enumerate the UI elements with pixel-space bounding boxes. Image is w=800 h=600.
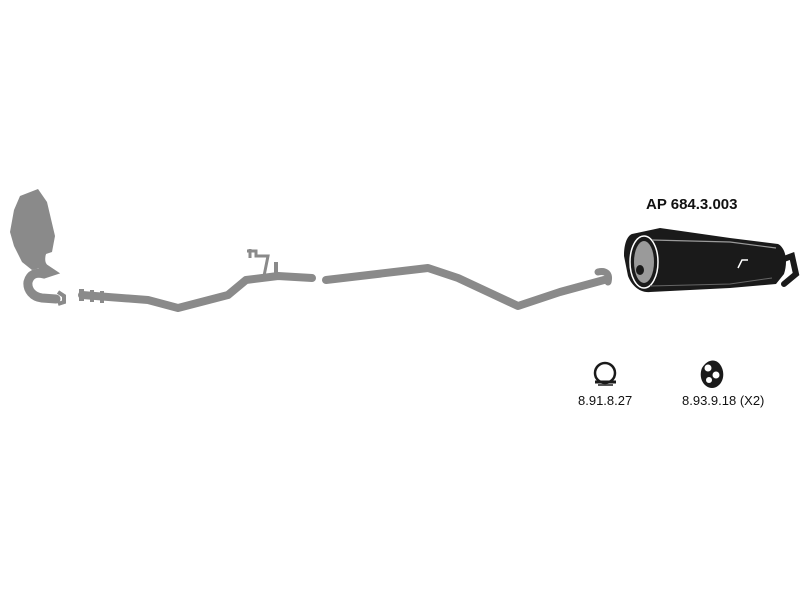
hanger-part-number: 8.93.9.18 (X2) bbox=[682, 393, 765, 408]
clamp-part-number: 8.91.8.27 bbox=[578, 393, 633, 408]
muffler-icon bbox=[624, 228, 800, 293]
muffler-part-number: AP 684.3.003 bbox=[646, 196, 738, 213]
rubber-hanger-icon bbox=[700, 360, 724, 388]
clamp-icon bbox=[593, 361, 617, 386]
catalytic-converter-icon bbox=[10, 189, 66, 306]
front-pipe-icon bbox=[78, 249, 316, 312]
middle-pipe-icon bbox=[322, 264, 612, 310]
